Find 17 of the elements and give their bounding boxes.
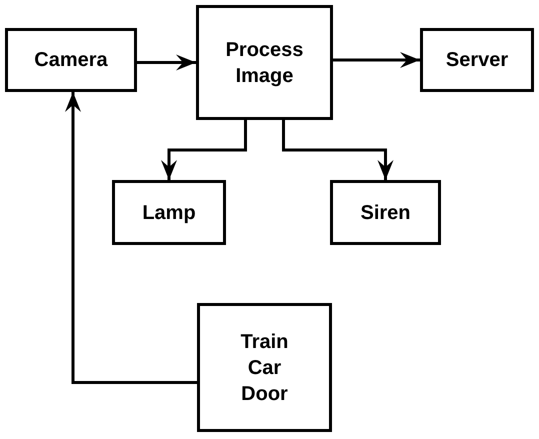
box-label: Process Image [224,38,304,88]
process-box [420,28,534,92]
arrow [137,54,196,70]
box-label: Train Car Door [240,330,290,406]
arrow [282,120,394,180]
box-label: Siren [360,200,411,226]
process-box [197,303,332,432]
arrow [161,120,247,180]
arrow [65,92,197,384]
box-label: Camera [34,48,108,73]
box-label: Lamp [142,200,196,226]
box-label: Server [446,48,508,73]
process-box [330,180,441,245]
process-box [196,5,333,120]
process-box [5,28,137,92]
arrow [333,52,420,68]
process-box [112,180,226,245]
